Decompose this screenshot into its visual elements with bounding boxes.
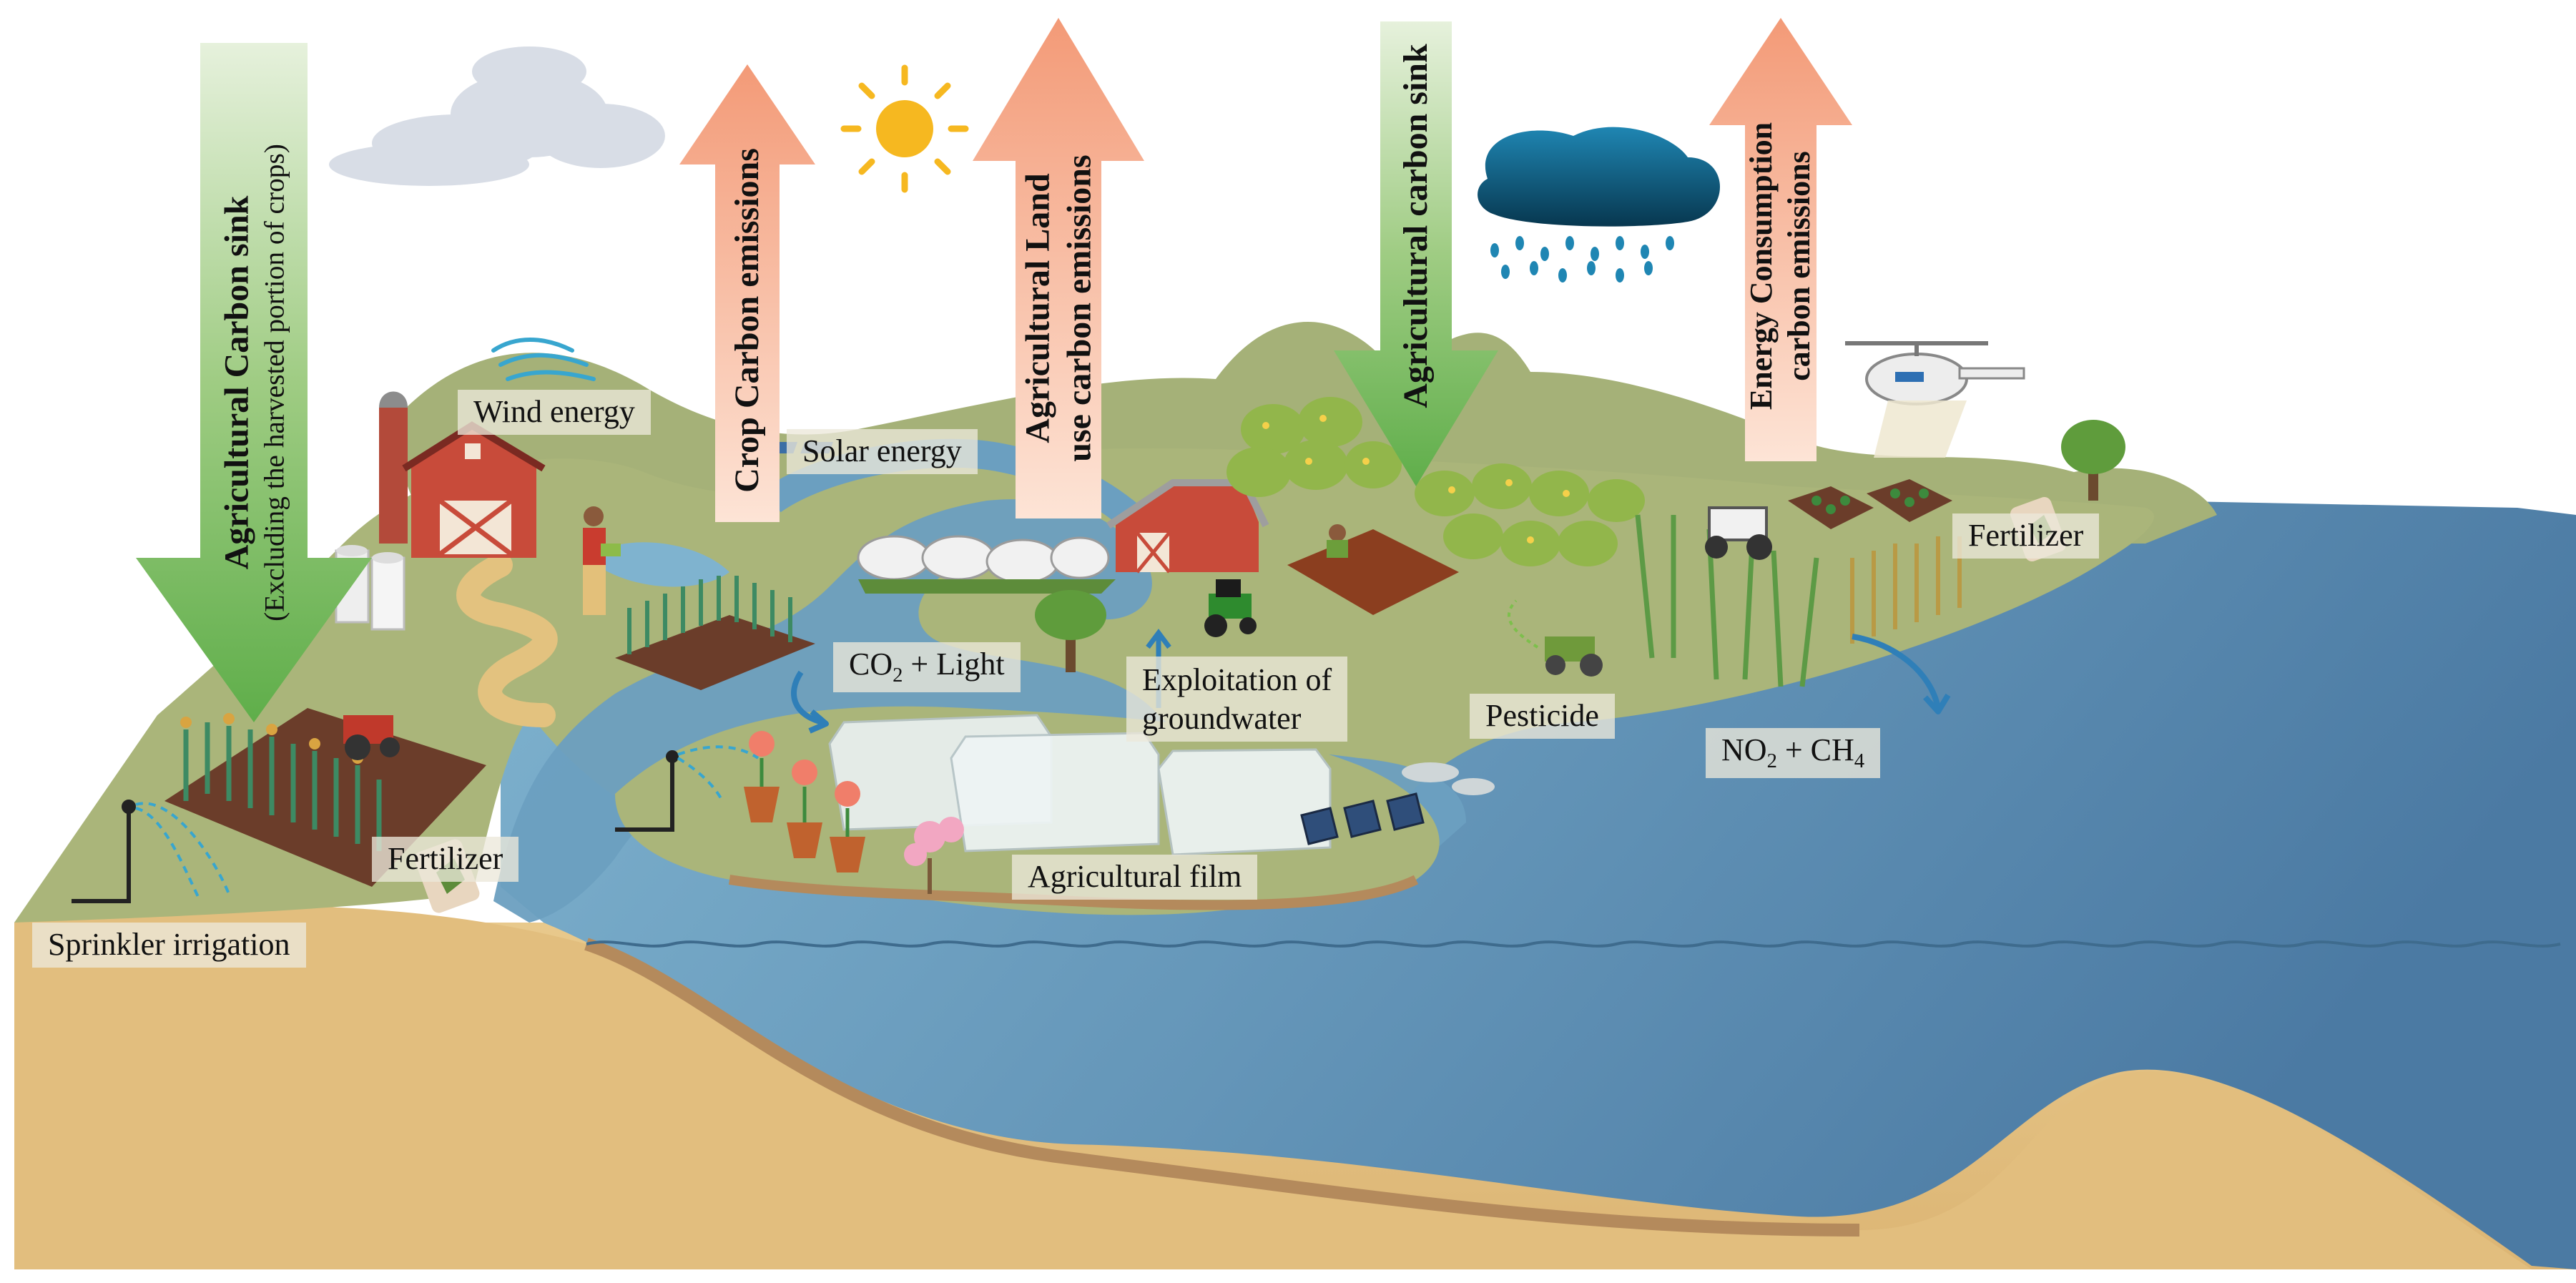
groundwater-line2: groundwater [1142, 700, 1302, 736]
wind-energy-label: Wind energy [458, 390, 651, 435]
solar-panels-island [1300, 792, 1425, 845]
co2-prefix: CO [849, 647, 893, 682]
up-arrow-icon [1709, 18, 1852, 461]
co2-subscript: 2 [893, 664, 903, 687]
sprinkler-left [72, 800, 136, 903]
cotton-field [858, 579, 1116, 594]
no2-text: NO [1721, 732, 1767, 767]
sun-icon [840, 64, 969, 193]
crop-field-center-left [615, 576, 815, 690]
crop-beds-right [1788, 479, 1952, 529]
orchard-fruits [1262, 415, 1570, 544]
crop-emissions-title: Crop Carbon emissions [728, 148, 767, 493]
tractor-center [1204, 579, 1257, 637]
carbon-sink-right-arrow: Agricultural carbon sink [1334, 21, 1498, 486]
tree-center [1035, 590, 1106, 672]
farmer-icon [583, 506, 621, 615]
fertilizer-right-label: Fertilizer [1952, 513, 2100, 559]
corn-right [1850, 536, 1962, 644]
carbon-sink-left-arrow: Agricultural Carbon sink (Excluding the … [136, 43, 372, 722]
rain-cloud-icon [1478, 127, 1720, 282]
land-use-emissions-line1: Agricultural Land [1018, 173, 1057, 443]
ch4-subscript: 4 [1854, 749, 1865, 772]
reeds-right [1635, 514, 1819, 687]
carbon-sink-right-title: Agricultural carbon sink [1397, 44, 1435, 408]
island-shore [728, 875, 1419, 910]
white-cloud [329, 46, 665, 186]
ch4-text: + CH [1776, 732, 1854, 767]
tractor-left [343, 715, 400, 760]
tractor-white [1705, 506, 1772, 560]
sprinkler-irrigation-label: Sprinkler irrigation [32, 923, 306, 968]
up-arrow-icon [973, 18, 1144, 518]
fertilizer-left-label: Fertilizer [372, 837, 519, 882]
barn-left [379, 391, 546, 558]
energy-emissions-arrow: Energy Consumption carbon emissions [1709, 18, 1852, 461]
land-use-emissions-arrow: Agricultural Land use carbon emissions [973, 18, 1144, 518]
no2-ch4-label: NO2 + CH4 [1706, 728, 1881, 778]
agricultural-film-label: Agricultural film [1012, 855, 1258, 900]
orchard-left [1226, 397, 1402, 497]
crop-emissions-arrow: Crop Carbon emissions [679, 64, 815, 522]
sand-hill [14, 905, 2532, 1269]
cotton-trees [857, 535, 1110, 584]
energy-emissions-line1: Energy Consumption [1744, 122, 1779, 411]
down-arrow-icon [1334, 21, 1498, 486]
helicopter-icon [1845, 341, 2025, 458]
tree-right [2061, 420, 2125, 501]
down-arrow-icon [136, 43, 372, 722]
blossom-tree [904, 817, 964, 894]
shore-rocks [1402, 762, 1495, 795]
sea-water [501, 501, 2576, 1269]
co2-light-label: CO2 + Light [833, 642, 1021, 692]
co2-arrow-icon [791, 670, 829, 734]
solar-energy-label: Solar energy [787, 429, 978, 474]
emission-arrow-icon [1852, 634, 1951, 714]
co2-suffix: + Light [903, 647, 1005, 682]
potted-flowers [744, 731, 865, 872]
shore-strip [584, 938, 1860, 1237]
no2-subscript: 2 [1766, 749, 1777, 772]
up-arrow-icon [679, 64, 815, 522]
wind-icon [491, 338, 596, 381]
barn-center [1106, 479, 1269, 574]
small-lake [586, 542, 729, 587]
tilled-plot [1287, 524, 1459, 615]
dirt-path [456, 553, 558, 727]
tractor-right [1545, 636, 1603, 677]
land-use-emissions-line2: use carbon emissions [1060, 154, 1098, 462]
energy-emissions-line2: carbon emissions [1781, 151, 1817, 381]
sprinkler-island [615, 750, 679, 832]
carbon-sink-left-subtitle: (Excluding the harvested portion of crop… [258, 144, 290, 621]
pesticide-label: Pesticide [1470, 694, 1615, 739]
carbon-sink-left-title: Agricultural Carbon sink [217, 195, 256, 570]
sprinkler-spray-island [677, 745, 759, 802]
groundwater-line1: Exploitation of [1142, 662, 1332, 697]
wave-line [586, 940, 2561, 948]
spray-right [1508, 599, 1539, 649]
greenhouses [828, 714, 1332, 856]
sprinkler-spray-left [135, 802, 230, 902]
groundwater-label: Exploitation of groundwater [1126, 657, 1348, 742]
